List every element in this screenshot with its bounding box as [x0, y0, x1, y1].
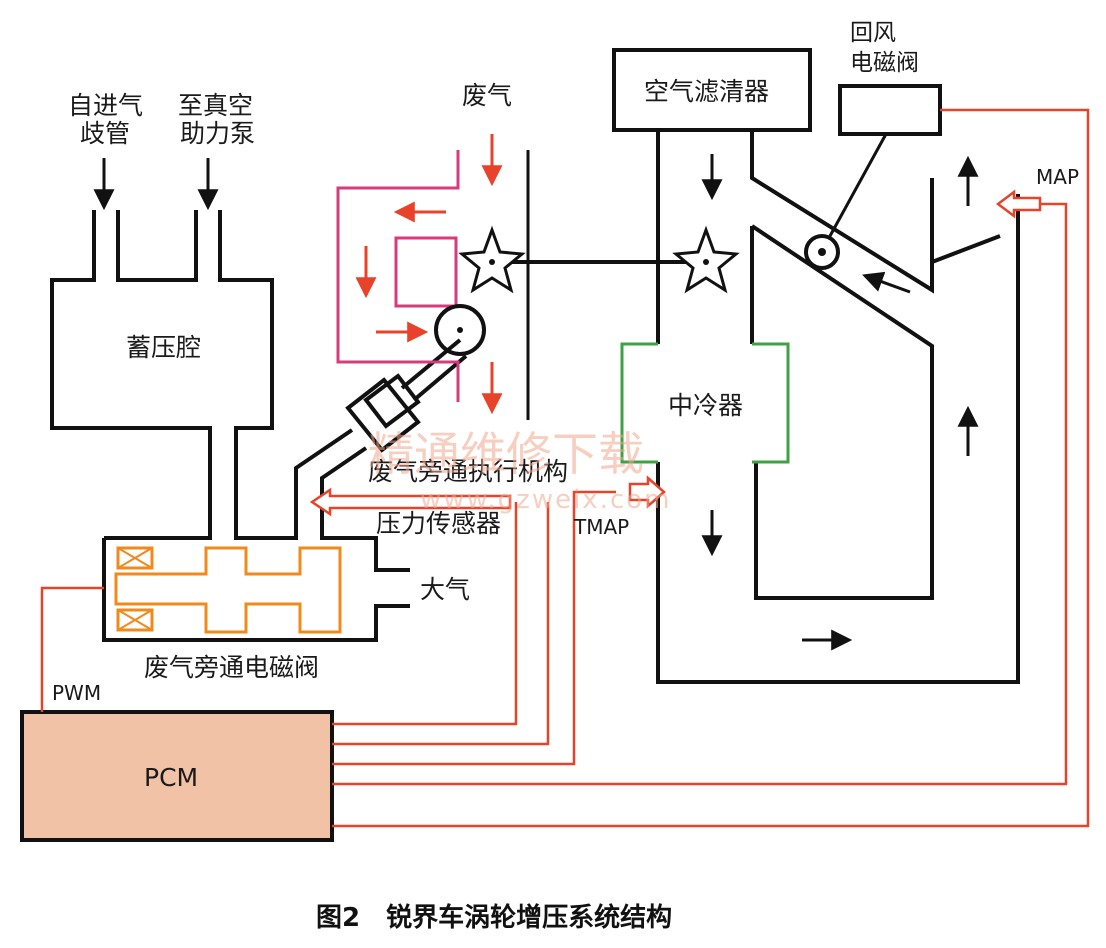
air-filter-label: 空气滤清器 [644, 77, 769, 106]
recirc-valve-label-1: 回风 [850, 20, 896, 46]
intercooler-label: 中冷器 [668, 391, 743, 420]
watermark-cn: 精通维修下载 [368, 427, 644, 481]
pwm-label: PWM [52, 681, 101, 705]
recirc-valve-label-2: 电磁阀 [850, 50, 919, 76]
exhaust-label: 废气 [462, 81, 512, 110]
wastegate-solenoid-label: 废气旁通电磁阀 [144, 653, 319, 682]
accumulator-assembly [50, 210, 274, 540]
map-label: MAP [1036, 165, 1079, 189]
intercooler [620, 342, 790, 464]
pcm-label: PCM [144, 763, 198, 792]
map-sensor [995, 189, 1042, 219]
signal-wiring [40, 108, 1090, 828]
wastegate-actuator-label: 废气旁通执行机构 [368, 457, 568, 486]
air-filter-box [612, 48, 812, 132]
intake-ducting [656, 130, 1020, 684]
intake-manifold-label-2: 歧管 [80, 119, 130, 148]
pressure-sensor-arrow [309, 487, 512, 517]
figure-caption: 图2 锐界车涡轮增压系统结构 [316, 902, 672, 933]
intake-flow-arrows [701, 155, 979, 651]
exhaust-flow-arrows [355, 134, 503, 415]
intake-manifold-label-1: 自进气 [68, 91, 143, 120]
wastegate-solenoid [102, 536, 410, 642]
actuator-hose [294, 428, 368, 540]
atmosphere-label: 大气 [420, 575, 470, 604]
recirc-valve-box [838, 84, 942, 136]
accumulator-label: 蓄压腔 [126, 333, 201, 362]
vacuum-pump-label-2: 助力泵 [180, 119, 255, 148]
vacuum-pump-label-1: 至真空 [178, 91, 253, 120]
pressure-sensor-label: 压力传感器 [376, 509, 501, 538]
pcm-box [20, 710, 334, 842]
tmap-label: TMAP [573, 515, 629, 539]
turbine-housing [336, 150, 460, 402]
watermark-url: www.gzweix.com [420, 485, 672, 515]
wastegate-flap [434, 304, 486, 356]
tmap-sensor [628, 475, 666, 509]
